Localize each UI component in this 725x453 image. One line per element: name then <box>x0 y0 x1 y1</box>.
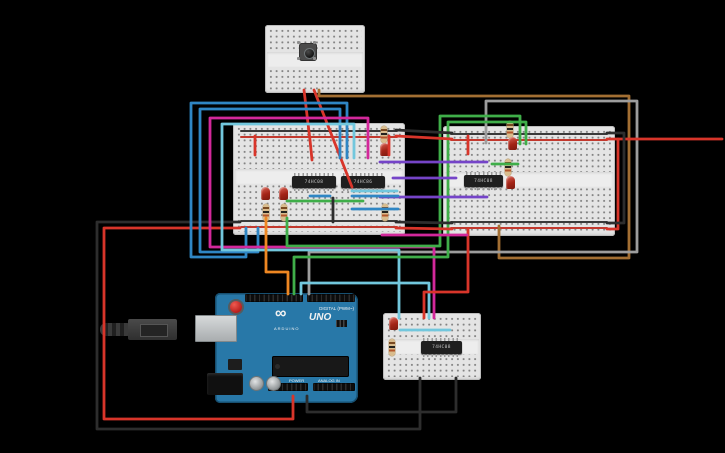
power-rail-line <box>450 221 608 223</box>
ic-pins <box>466 172 501 175</box>
power-label: POWER <box>289 378 305 383</box>
wire-black-2[interactable] <box>305 376 458 414</box>
ic-pins <box>423 338 460 341</box>
wire-red-0[interactable] <box>102 226 295 421</box>
wire-magenta-9[interactable] <box>208 116 436 320</box>
resistor[interactable] <box>263 204 269 221</box>
wire-black-21[interactable] <box>394 128 454 135</box>
ic-pins <box>466 187 501 190</box>
resistor[interactable] <box>381 126 387 143</box>
power-jack <box>207 373 243 395</box>
voltage-regulator <box>228 359 242 370</box>
wire-cyan-11[interactable] <box>299 281 431 320</box>
power-rail-line <box>240 226 398 228</box>
ic-chip-74hc08[interactable]: 74HC08 <box>464 172 503 190</box>
analog-header[interactable] <box>313 383 355 391</box>
capacitor <box>266 376 281 391</box>
ic-label: 74HC08 <box>474 178 493 184</box>
usb-cable-end[interactable] <box>100 323 129 336</box>
ic-pins <box>343 188 383 191</box>
red-led[interactable] <box>508 137 517 150</box>
wire-red-3[interactable] <box>302 88 314 162</box>
wire-gray-6[interactable] <box>307 99 639 296</box>
arduino-brand-label: ARDUINO <box>274 326 300 331</box>
resistor[interactable] <box>507 121 513 138</box>
red-led[interactable] <box>506 176 515 189</box>
pushbutton-leg <box>297 57 300 60</box>
wire-black-26[interactable] <box>605 131 626 225</box>
resistor[interactable] <box>505 159 511 176</box>
power-rail-line <box>240 130 398 132</box>
red-led[interactable] <box>380 143 389 156</box>
red-led[interactable] <box>389 317 398 330</box>
wire-red-22[interactable] <box>394 134 454 141</box>
wire-red-24[interactable] <box>394 226 454 231</box>
resistor[interactable] <box>382 204 388 221</box>
ic-pins <box>343 173 383 176</box>
resistor[interactable] <box>389 339 395 356</box>
pushbutton-leg <box>297 41 300 44</box>
pushbutton-leg <box>313 57 316 60</box>
wire-red-12[interactable] <box>422 227 470 320</box>
usb-cable-plug[interactable] <box>128 319 177 340</box>
uno-label: UNO <box>309 312 332 323</box>
wire-cyan-10[interactable] <box>220 122 401 320</box>
wire-orange-15[interactable] <box>264 216 290 296</box>
power-rail-line <box>450 133 608 135</box>
power-rail-line <box>450 139 608 141</box>
ic-label: 74HC08 <box>304 179 324 185</box>
ic-chip-74hc08[interactable]: 74HC08 <box>292 173 336 191</box>
wire-red-4[interactable] <box>312 88 354 189</box>
pushbutton-cap <box>303 47 315 59</box>
power-header[interactable] <box>268 383 308 391</box>
digital-header-low[interactable] <box>307 294 355 302</box>
wire-red-25[interactable] <box>605 137 620 231</box>
arduino-logo-icon: ∞ <box>275 305 287 322</box>
power-rail-line <box>240 136 398 138</box>
wire-green-16[interactable] <box>292 120 528 296</box>
ic-pins <box>294 173 334 176</box>
atmega-chip[interactable] <box>272 356 349 377</box>
capacitor <box>249 376 264 391</box>
red-led[interactable] <box>279 187 288 200</box>
pushbutton-leg <box>313 41 316 44</box>
red-led[interactable] <box>261 187 270 200</box>
ic-chip-74hc08[interactable]: 74HC08 <box>421 338 462 357</box>
usb-port <box>195 315 237 342</box>
ic-label: 74HC86 <box>353 179 373 185</box>
pushbutton[interactable] <box>297 41 317 61</box>
reset-button[interactable] <box>230 301 242 313</box>
power-rail-line <box>450 227 608 229</box>
analog-label: ANALOG IN <box>318 378 340 383</box>
ic-pins <box>294 188 334 191</box>
power-rail-line <box>240 220 398 222</box>
arduino-uno-board[interactable]: DIGITAL (PWM~) ∞ UNO ARDUINO POWER ANALO… <box>195 293 358 403</box>
icsp-header[interactable] <box>336 320 347 327</box>
digital-header-high[interactable] <box>245 294 303 302</box>
wire-black-23[interactable] <box>394 220 454 225</box>
ic-label: 74HC08 <box>432 345 451 350</box>
digital-label: DIGITAL (PWM~) <box>319 306 354 311</box>
ic-pins <box>423 354 460 357</box>
resistor[interactable] <box>281 204 287 221</box>
